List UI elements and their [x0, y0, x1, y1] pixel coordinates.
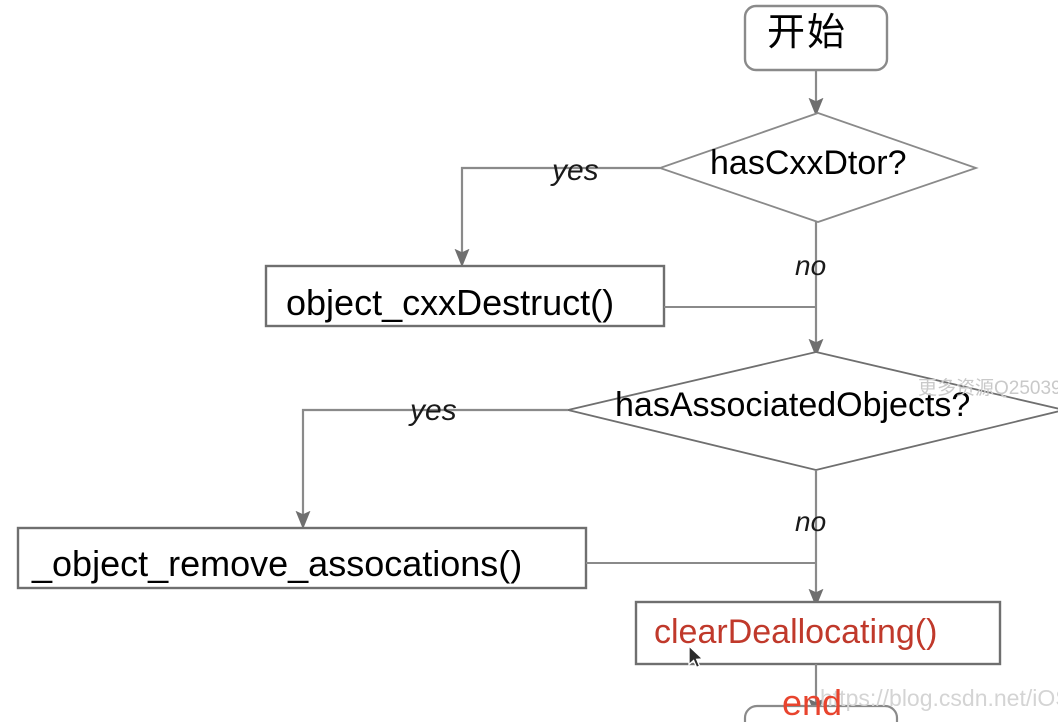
node-has-associated-objects-label: hasAssociatedObjects? — [615, 386, 971, 424]
node-object-remove-assocations-shape — [16, 526, 588, 590]
node-has-cxx-dtor-shape — [657, 112, 979, 223]
edge-hasassoc-yes — [295, 408, 568, 530]
node-has-cxx-dtor-label: hasCxxDtor? — [710, 144, 907, 182]
mouse-cursor-icon — [688, 645, 705, 669]
edge-label-no-hascxxdtor: no — [795, 250, 827, 281]
node-end-label: end — [782, 682, 843, 722]
edge-label-yes-hascxxdtor: yes — [552, 154, 599, 187]
node-object-cxx-destruct-label: object_cxxDestruct() — [286, 282, 615, 323]
node-object-remove-assocations-label: _object_remove_assocations() — [32, 543, 523, 584]
node-object-cxx-destruct-shape — [264, 264, 666, 328]
edge-label-no-hasassociatedobjects: no — [795, 506, 827, 537]
edge-hascxxdtor-yes — [454, 166, 660, 268]
node-end-shape — [743, 704, 899, 722]
edge-label-yes-hasassociatedobjects: yes — [410, 394, 457, 427]
node-start-label: 开始 — [767, 12, 848, 54]
node-clear-deallocating-label: clearDeallocating() — [654, 613, 938, 651]
